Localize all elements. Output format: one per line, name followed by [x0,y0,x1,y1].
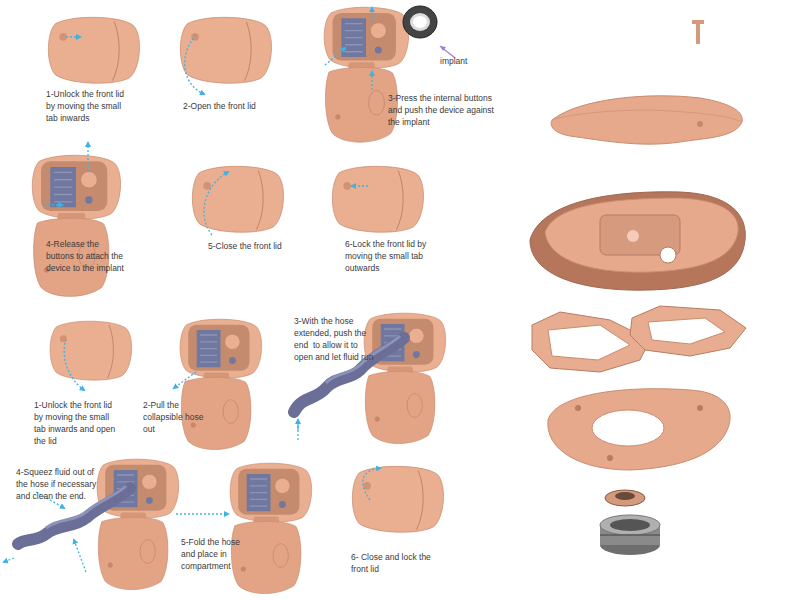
step-label: 1-Unlock the front lid by moving the sma… [46,88,128,124]
step-label: 4-Release the buttons to attach the devi… [46,238,128,274]
step-label: 6-Lock the front lid by moving the small… [345,238,441,274]
step-label: implant [440,55,480,67]
step-label: 3-With the hose extended, push the end t… [294,315,378,363]
step-label: 5-Fold the hose and place in compartment [181,536,241,572]
step-label: 5-Close the front lid [208,240,288,252]
step-label: 2-Open the front lid [183,100,273,112]
step-label: 2-Pull the collapsible hose out [143,399,213,435]
step-label: 4-Squeez fluid out of the hose if necess… [16,466,98,502]
step-label: 3-Press the internal buttons and push th… [388,92,500,128]
step-label: 1-Unlock the front lid by moving the sma… [34,399,120,447]
step-label: 6- Close and lock the front lid [351,551,435,575]
